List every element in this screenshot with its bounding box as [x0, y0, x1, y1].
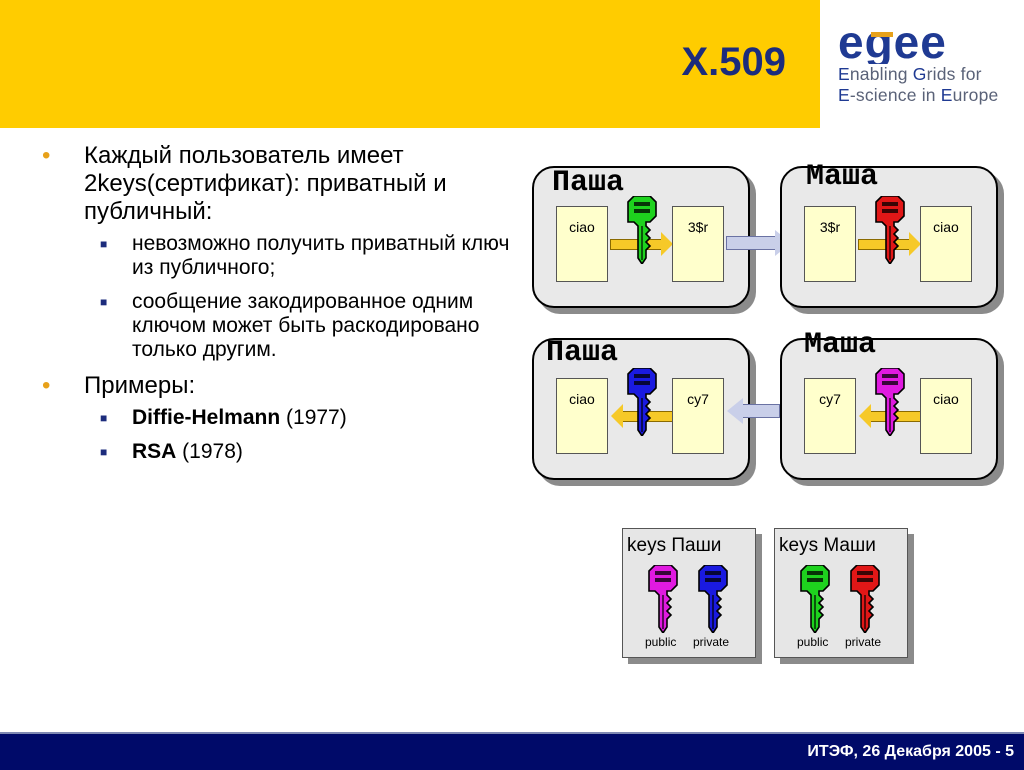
plaintext-note: ciao [920, 378, 972, 454]
panel-receiver-encrypt: cy7 ciao [780, 338, 998, 480]
bullet-dot-icon: • [42, 372, 51, 399]
egee-logo: egee Enabling Grids for E-science in Eur… [838, 22, 1008, 122]
private-label: private [693, 635, 730, 649]
square-bullet-icon: ■ [100, 411, 108, 425]
encrypt-arrow [610, 232, 673, 256]
bullet-list: •Каждый пользователь имеет 2keys(сертифи… [42, 142, 512, 474]
bullet-item: •Каждый пользователь имеет 2keys(сертифи… [42, 142, 447, 225]
ciphertext-note: 3$r [672, 206, 724, 282]
bullet-dot-icon: • [42, 142, 51, 169]
decrypt-arrow [858, 232, 921, 256]
header-band [0, 0, 820, 128]
footer-text: ИТЭФ, 26 Декабря 2005 - 5 [807, 743, 1014, 760]
egee-logo-mark: egee [838, 22, 947, 64]
red-key-icon [847, 565, 883, 633]
masha-keys-title: keys Маши [779, 535, 876, 556]
green-key-icon [624, 196, 660, 264]
logo-mark-text: egee [838, 22, 947, 64]
ciphertext-note: 3$r [804, 206, 856, 282]
send-back-arrow [727, 398, 780, 424]
logo-line-1: Enabling Grids for [838, 64, 982, 84]
public-label: public [645, 635, 677, 649]
ciphertext-note: cy7 [672, 378, 724, 454]
logo-line-2: E-science in Europe [838, 85, 999, 105]
blue-key-icon [624, 368, 660, 436]
slide-title: X.509 [681, 40, 786, 84]
square-bullet-icon: ■ [100, 237, 108, 251]
plaintext-note: ciao [556, 206, 608, 282]
private-label: private [845, 635, 882, 649]
sub-bullet-item: ■невозможно получить приватный ключ из п… [100, 232, 510, 279]
sender-name: Паша [546, 336, 619, 370]
plaintext-note: ciao [920, 206, 972, 282]
masha-keys-box: keys Маши public private [774, 528, 908, 658]
square-bullet-icon: ■ [100, 295, 108, 309]
sub-bullet-item: ■RSA (1978) [100, 440, 243, 463]
ciphertext-note: cy7 [804, 378, 856, 454]
magenta-key-icon [872, 368, 908, 436]
magenta-key-icon [645, 565, 681, 633]
square-bullet-icon: ■ [100, 445, 108, 459]
sender-name: Паша [552, 166, 625, 200]
receiver-name: Маша [804, 328, 877, 362]
pasha-keys-title: keys Паши [627, 535, 722, 556]
sub-bullet-item: ■Diffie-Helmann (1977) [100, 406, 347, 429]
panel-sender-encrypt: ciao 3$r [532, 166, 750, 308]
green-key-icon [797, 565, 833, 633]
bullet-item: •Примеры: [42, 372, 196, 399]
red-key-icon [872, 196, 908, 264]
plaintext-note: ciao [556, 378, 608, 454]
public-label: public [797, 635, 829, 649]
pasha-keys-box: keys Паши public private [622, 528, 756, 658]
receiver-name: Маша [806, 160, 879, 194]
panel-sender-decrypt: ciao cy7 [532, 338, 750, 480]
sub-bullet-item: ■сообщение закодированное одним ключом м… [100, 290, 480, 361]
blue-key-icon [695, 565, 731, 633]
footer-bar: ИТЭФ, 26 Декабря 2005 - 5 [0, 732, 1024, 770]
send-arrow [726, 230, 791, 256]
panel-receiver-decrypt: 3$r ciao [780, 166, 998, 308]
